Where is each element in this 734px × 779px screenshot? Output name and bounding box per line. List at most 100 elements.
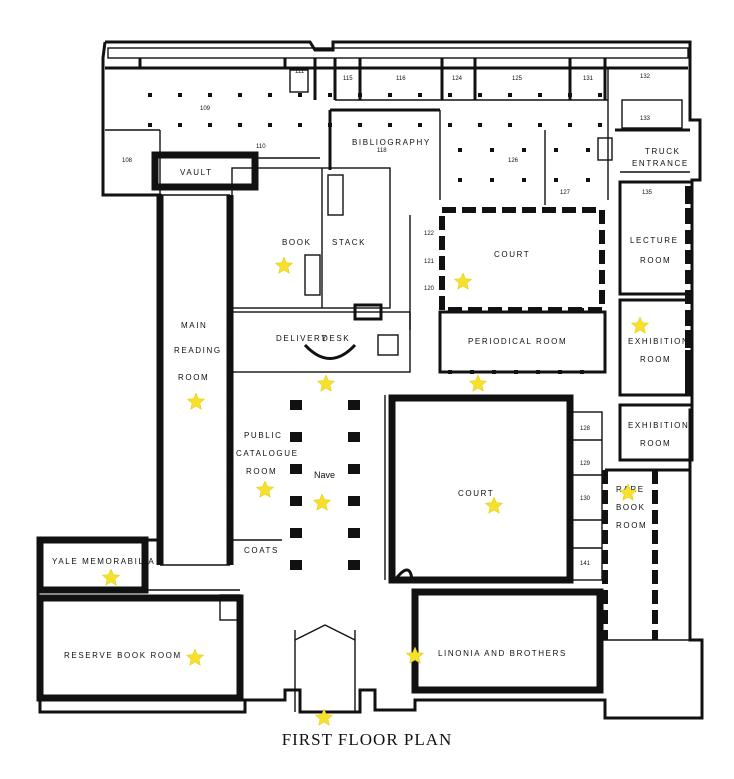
column	[70, 696, 74, 700]
column	[508, 123, 512, 127]
column	[48, 696, 52, 700]
column	[114, 596, 118, 600]
column	[457, 577, 463, 583]
column	[157, 239, 163, 247]
entrance-label: ENTRANCE	[632, 159, 689, 168]
bibliography-label: BIBLIOGRAPHY	[352, 138, 431, 147]
column	[290, 400, 302, 410]
linonia-room	[411, 588, 690, 694]
column	[522, 178, 526, 182]
column	[290, 496, 302, 506]
column	[417, 395, 423, 401]
room-110: 110	[256, 144, 266, 150]
column	[389, 422, 395, 428]
column	[227, 211, 233, 219]
column	[685, 208, 691, 216]
column	[418, 123, 422, 127]
column	[268, 123, 272, 127]
column	[580, 308, 584, 312]
column	[536, 308, 540, 312]
column	[537, 395, 543, 401]
column	[478, 93, 482, 97]
column	[538, 123, 542, 127]
reading-label: READING	[174, 346, 222, 355]
linonia-label: LINONIA AND BROTHERS	[438, 649, 567, 658]
column	[567, 402, 573, 408]
room-128: 128	[580, 426, 591, 432]
upper-court	[409, 207, 607, 374]
column	[458, 148, 462, 152]
column	[685, 362, 691, 370]
column	[567, 442, 573, 448]
column	[448, 308, 452, 312]
rare-book-label: BOOK	[616, 503, 646, 512]
column	[492, 308, 496, 312]
column	[348, 496, 360, 506]
column	[492, 370, 496, 374]
column	[567, 482, 573, 488]
column	[558, 308, 562, 312]
column	[224, 696, 228, 700]
column	[208, 93, 212, 97]
column	[389, 562, 395, 568]
column	[685, 230, 691, 238]
nave-label: Nave	[314, 470, 335, 480]
column	[178, 93, 182, 97]
star-icon	[255, 480, 275, 498]
catalogue-label: CATALOGUE	[236, 449, 299, 458]
column	[389, 542, 395, 548]
column	[290, 560, 302, 570]
rare-room-label: ROOM	[616, 521, 647, 530]
stack-label: STACK	[332, 238, 366, 247]
column	[477, 395, 483, 401]
column	[298, 123, 302, 127]
column	[554, 148, 558, 152]
column	[290, 432, 302, 442]
column	[497, 577, 503, 583]
column	[522, 148, 526, 152]
column	[148, 93, 152, 97]
court-label-2: COURT	[458, 489, 494, 498]
column	[418, 93, 422, 97]
room-109: 109	[200, 106, 211, 112]
column	[157, 547, 163, 555]
column	[202, 596, 206, 600]
column	[580, 370, 584, 374]
column	[328, 123, 332, 127]
column	[448, 123, 452, 127]
column	[567, 562, 573, 568]
room-126: 126	[508, 158, 519, 164]
entrance	[294, 624, 356, 712]
yale-memorabilia-label: YALE MEMORABILIA	[52, 557, 155, 566]
column	[458, 178, 462, 182]
column	[397, 577, 403, 583]
column	[389, 462, 395, 468]
delivery-label: DELIVERY	[276, 334, 328, 343]
column	[389, 522, 395, 528]
column	[348, 528, 360, 538]
column	[389, 482, 395, 488]
column	[517, 395, 523, 401]
star-icon	[274, 256, 294, 274]
room-118: 118	[377, 148, 387, 154]
column	[157, 379, 163, 387]
column	[158, 696, 162, 700]
room-116: 116	[396, 76, 406, 82]
column	[224, 596, 228, 600]
column	[180, 696, 184, 700]
room-130: 130	[580, 496, 591, 502]
desk-label: DESK	[322, 334, 350, 343]
column	[470, 370, 474, 374]
columns	[48, 93, 691, 700]
column	[70, 596, 74, 600]
column	[685, 384, 691, 392]
column	[457, 395, 463, 401]
star-icon	[312, 493, 332, 511]
column	[508, 93, 512, 97]
column	[388, 123, 392, 127]
star-icon	[314, 708, 334, 726]
star-icon	[630, 316, 650, 334]
truck-label: TRUCK	[645, 147, 681, 156]
column	[554, 178, 558, 182]
column	[497, 395, 503, 401]
